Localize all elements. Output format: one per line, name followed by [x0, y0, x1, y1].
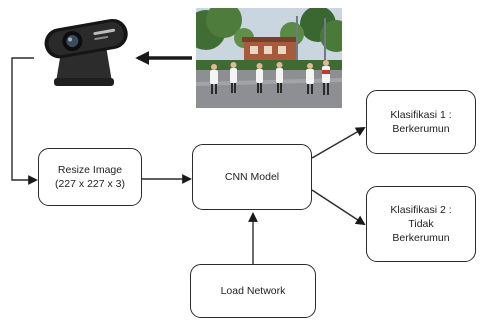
cnn-model-label: CNN Model [224, 171, 280, 183]
load-network-node: Load Network [190, 264, 316, 318]
classification-2-title: Klasifikasi 2 : [390, 204, 452, 216]
classification-2-node: Klasifikasi 2 : Tidak Berkerumun [366, 186, 476, 262]
arrow-cnn-to-class2 [311, 189, 366, 226]
crowd-photo [196, 8, 342, 108]
webcam-icon [36, 12, 132, 92]
resize-image-node: Resize Image (227 x 227 x 3) [38, 148, 142, 206]
classification-1-result: Berkerumun [392, 123, 450, 135]
classification-1-node: Klasifikasi 1 : Berkerumun [366, 90, 476, 154]
load-network-label: Load Network [220, 285, 286, 297]
classification-2-result-line1: Tidak [408, 218, 434, 230]
classification-1-title: Klasifikasi 1 : [390, 109, 452, 121]
arrow-webcam-to-resize [11, 57, 38, 185]
classification-2-result-line2: Berkerumun [392, 232, 450, 244]
arrow-cnn-to-class1 [311, 127, 366, 159]
cnn-model-node: CNN Model [192, 144, 312, 210]
resize-image-label: Resize Image [57, 164, 123, 176]
resize-image-dimensions: (227 x 227 x 3) [54, 178, 126, 190]
